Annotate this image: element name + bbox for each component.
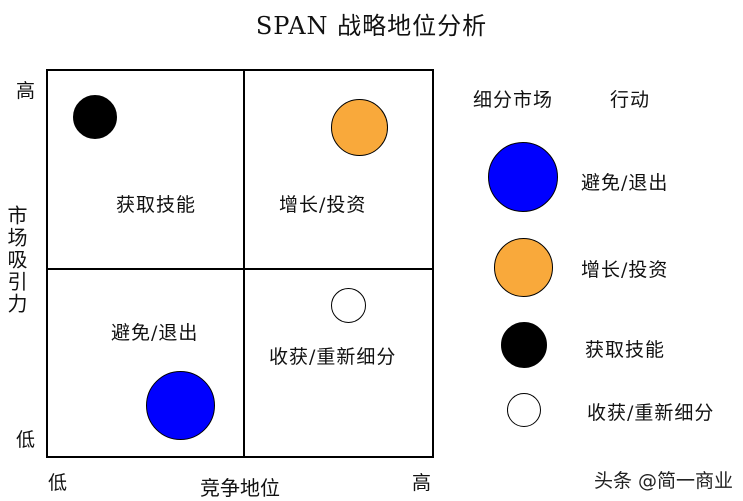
y-axis-label: 市场吸引力 (4, 205, 28, 315)
quadrant-bottom-right-label: 收获/重新细分 (269, 346, 397, 368)
legend-label-avoid-exit: 避免/退出 (581, 172, 669, 194)
circle-acquire-skills (73, 95, 117, 139)
x-axis-label: 竞争地位 (200, 476, 280, 500)
x-axis-high-label: 高 (412, 472, 432, 494)
legend-header-action: 行动 (610, 89, 651, 111)
legend-circle-harvest-resegment (507, 393, 541, 427)
y-axis-low-label: 低 (16, 429, 36, 451)
matrix-frame (46, 69, 434, 458)
legend-label-harvest-resegment: 收获/重新细分 (587, 402, 715, 424)
legend-header-segment: 细分市场 (473, 89, 554, 111)
legend-label-grow-invest: 增长/投资 (581, 259, 669, 281)
legend-circle-acquire-skills (501, 322, 547, 368)
legend-circle-avoid-exit (488, 142, 558, 212)
watermark-text: 头条 @简一商业 (593, 470, 733, 492)
quadrant-top-right-label: 增长/投资 (279, 194, 367, 216)
legend-circle-grow-invest (494, 238, 553, 297)
legend-label-acquire-skills: 获取技能 (585, 339, 666, 361)
diagram-title: SPAN 战略地位分析 (255, 12, 488, 40)
circle-grow-invest (331, 99, 388, 156)
y-axis-high-label: 高 (16, 80, 36, 102)
circle-avoid-exit (146, 371, 215, 440)
x-axis-low-label: 低 (48, 472, 68, 494)
matrix-horizontal-divider (46, 268, 434, 270)
quadrant-top-left-label: 获取技能 (116, 194, 197, 216)
matrix-vertical-divider (243, 69, 245, 458)
circle-harvest-resegment (331, 288, 366, 323)
quadrant-bottom-left-label: 避免/退出 (111, 322, 199, 344)
